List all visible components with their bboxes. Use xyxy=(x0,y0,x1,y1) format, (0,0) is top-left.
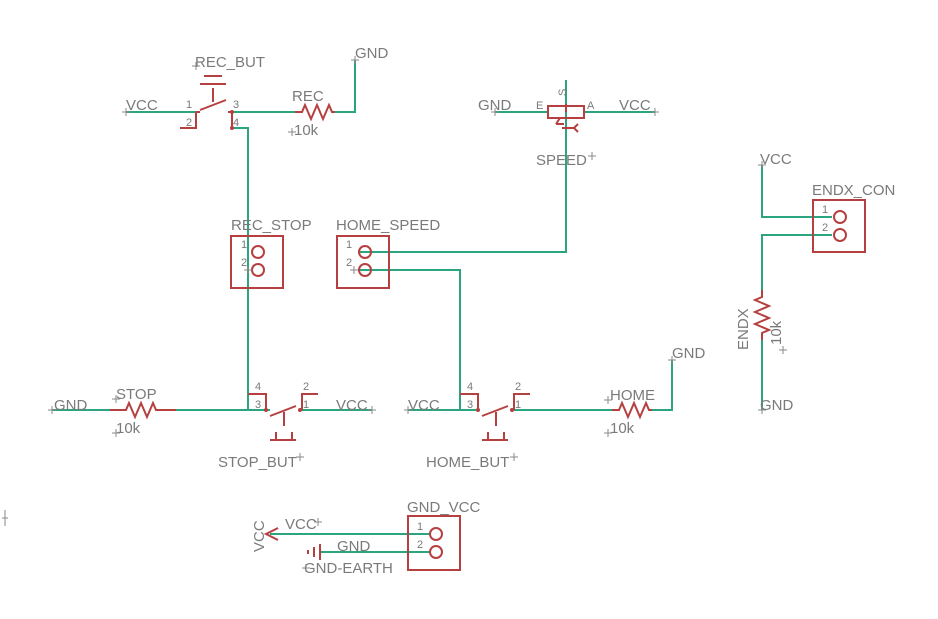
speed-potentiometer[interactable] xyxy=(547,104,585,133)
endx-resistor[interactable] xyxy=(752,290,772,340)
endx-con-pin-1: 1 xyxy=(822,204,828,216)
rec-but-vcc-label: VCC xyxy=(126,97,158,114)
home-speed-pin-2: 2 xyxy=(346,257,352,269)
rec-resistor[interactable] xyxy=(295,102,335,122)
stop-but-vcc-label: VCC xyxy=(336,397,368,414)
home-speed-pin-1: 1 xyxy=(346,239,352,251)
home-but-switch[interactable] xyxy=(460,393,530,441)
rec-stop-pin-2: 2 xyxy=(241,257,247,269)
rec-but-label: REC_BUT xyxy=(195,54,265,71)
speed-pin-a: A xyxy=(587,100,595,112)
stop-but-switch[interactable] xyxy=(248,393,318,441)
home-but-label: HOME_BUT xyxy=(426,454,509,471)
rec-stop-pin-1: 1 xyxy=(241,239,247,251)
wires xyxy=(52,60,832,553)
home-resistor[interactable] xyxy=(612,400,652,420)
gnd-earth-symbol xyxy=(307,544,321,560)
home-resistor-value: 10k xyxy=(610,420,635,437)
wire-rec-but-stop-but[interactable] xyxy=(232,127,249,410)
endx-resistor-value: 10k xyxy=(768,320,785,345)
gnd-earth-label: GND-EARTH xyxy=(304,560,393,577)
endx-vcc-label: VCC xyxy=(760,151,792,168)
speed-vcc-label: VCC xyxy=(619,97,651,114)
rec-gnd-label: GND xyxy=(355,45,389,62)
vcc-arrow-symbol xyxy=(263,527,279,541)
wire-home-speed-home-but[interactable] xyxy=(358,269,461,410)
gnd-vcc-pin-2: 2 xyxy=(417,539,423,551)
home-but-pin-4: 4 xyxy=(467,381,473,393)
home-gnd-label: GND xyxy=(672,345,706,362)
rec-stop-connector[interactable] xyxy=(230,235,284,289)
gnd-vcc-connector[interactable] xyxy=(407,515,461,571)
rec-resistor-value: 10k xyxy=(294,122,319,139)
wire-rec-gnd[interactable] xyxy=(335,60,356,113)
gnd-vcc-pin-1: 1 xyxy=(417,521,423,533)
speed-pin-e: E xyxy=(536,100,543,112)
stop-but-label: STOP_BUT xyxy=(218,454,297,471)
endx-gnd-label: GND xyxy=(760,397,794,414)
rec-but-pin-1: 1 xyxy=(186,99,192,111)
origin-markers xyxy=(2,56,787,572)
rec-but-pin-4: 4 xyxy=(233,117,239,129)
stop-resistor[interactable] xyxy=(110,400,176,420)
endx-con-label: ENDX_CON xyxy=(812,182,895,199)
home-but-pin-3: 3 xyxy=(467,399,473,411)
stop-but-pin-2: 2 xyxy=(303,381,309,393)
rec-but-switch[interactable] xyxy=(180,75,234,130)
home-but-pin-2: 2 xyxy=(515,381,521,393)
gnd-vcc-label: GND_VCC xyxy=(407,499,481,516)
rec-but-pin-3: 3 xyxy=(233,99,239,111)
endx-con-connector[interactable] xyxy=(812,199,866,253)
wire-endx-con-resistor[interactable] xyxy=(761,234,832,290)
speed-gnd-label: GND xyxy=(478,97,512,114)
home-but-vcc-label: VCC xyxy=(408,397,440,414)
stop-resistor-label: STOP xyxy=(116,386,157,403)
speed-label: SPEED xyxy=(536,152,587,169)
home-speed-connector[interactable] xyxy=(336,235,390,289)
endx-con-pin-2: 2 xyxy=(822,222,828,234)
stop-but-pin-1: 1 xyxy=(303,399,309,411)
home-speed-label: HOME_SPEED xyxy=(336,217,440,234)
speed-pin-s: S xyxy=(557,89,569,96)
stop-but-pin-4: 4 xyxy=(255,381,261,393)
rec-stop-label: REC_STOP xyxy=(231,217,312,234)
stop-gnd-label: GND xyxy=(54,397,88,414)
wire-endx-vcc[interactable] xyxy=(761,165,832,218)
wire-home-gnd[interactable] xyxy=(652,360,673,411)
rec-resistor-label: REC xyxy=(292,88,324,105)
rec-but-pin-2: 2 xyxy=(186,117,192,129)
wire-speed-home-speed[interactable] xyxy=(358,112,567,253)
vcc-arrow-vertical-label: VCC xyxy=(251,520,268,552)
home-but-pin-1: 1 xyxy=(515,399,521,411)
endx-resistor-label: ENDX xyxy=(735,308,752,350)
gnd-earth-net-label: GND xyxy=(337,538,371,555)
stop-resistor-value: 10k xyxy=(116,420,141,437)
vcc-arrow-label: VCC xyxy=(285,516,317,533)
home-resistor-label: HOME xyxy=(610,387,655,404)
stop-but-pin-3: 3 xyxy=(255,399,261,411)
